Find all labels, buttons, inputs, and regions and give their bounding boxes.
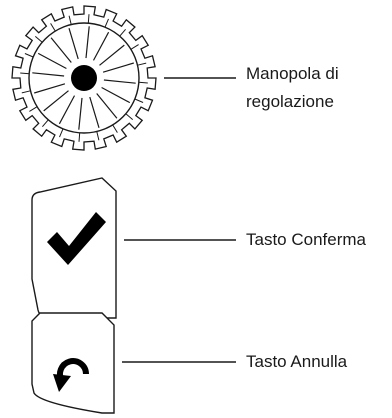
knob-tooth <box>21 90 31 94</box>
knob-spoke <box>34 83 66 94</box>
knob-label-line-1: Manopola di <box>246 64 339 83</box>
knob-tooth <box>112 124 118 133</box>
knob-tooth <box>87 14 90 24</box>
knob-tooth <box>68 15 72 25</box>
cancel-key-label: Tasto Annulla <box>246 352 348 371</box>
knob-tooth <box>34 36 43 43</box>
undo-arrow-icon <box>53 358 89 392</box>
knob-spoke <box>32 72 65 77</box>
knob-center-hub <box>71 65 97 91</box>
knob-spoke <box>37 52 67 70</box>
knob-spoke <box>78 97 83 130</box>
knob-tooth <box>130 44 139 50</box>
dial-knob-icon <box>11 5 157 151</box>
checkmark-icon <box>47 212 106 265</box>
knob-tooth <box>104 18 109 28</box>
knob-spoke <box>43 90 69 112</box>
knob-spoke <box>85 26 90 59</box>
knob-spoke <box>92 31 110 61</box>
confirm-key-label: Tasto Conferma <box>246 230 366 249</box>
knob-spoke <box>99 44 125 66</box>
cancel-key <box>31 312 115 414</box>
confirm-key <box>31 177 117 319</box>
knob-tooth <box>29 106 38 112</box>
knob-label-line-2: regolazione <box>246 92 334 111</box>
knob-tooth <box>125 113 134 120</box>
knob-tooth <box>24 53 34 58</box>
knob-tooth <box>78 132 81 142</box>
knob-spoke <box>68 28 79 60</box>
knob-tooth <box>134 98 144 103</box>
knob-spoke <box>58 95 76 125</box>
knob-tooth <box>138 81 148 84</box>
knob-tooth <box>119 28 126 37</box>
knob-spoke <box>101 86 131 104</box>
knob-tooth <box>137 62 147 66</box>
knob-tooth <box>96 131 100 141</box>
knob-tooth <box>20 72 30 75</box>
knob-spoke <box>89 96 100 128</box>
knob-spoke <box>50 37 72 63</box>
knob-spoke <box>96 93 118 119</box>
knob-tooth <box>42 119 49 128</box>
knob-spoke <box>102 62 134 73</box>
undo-arrow-head <box>53 374 71 392</box>
knob-tooth <box>59 128 64 138</box>
knob-tooth <box>50 23 56 32</box>
knob-spoke <box>103 79 136 84</box>
